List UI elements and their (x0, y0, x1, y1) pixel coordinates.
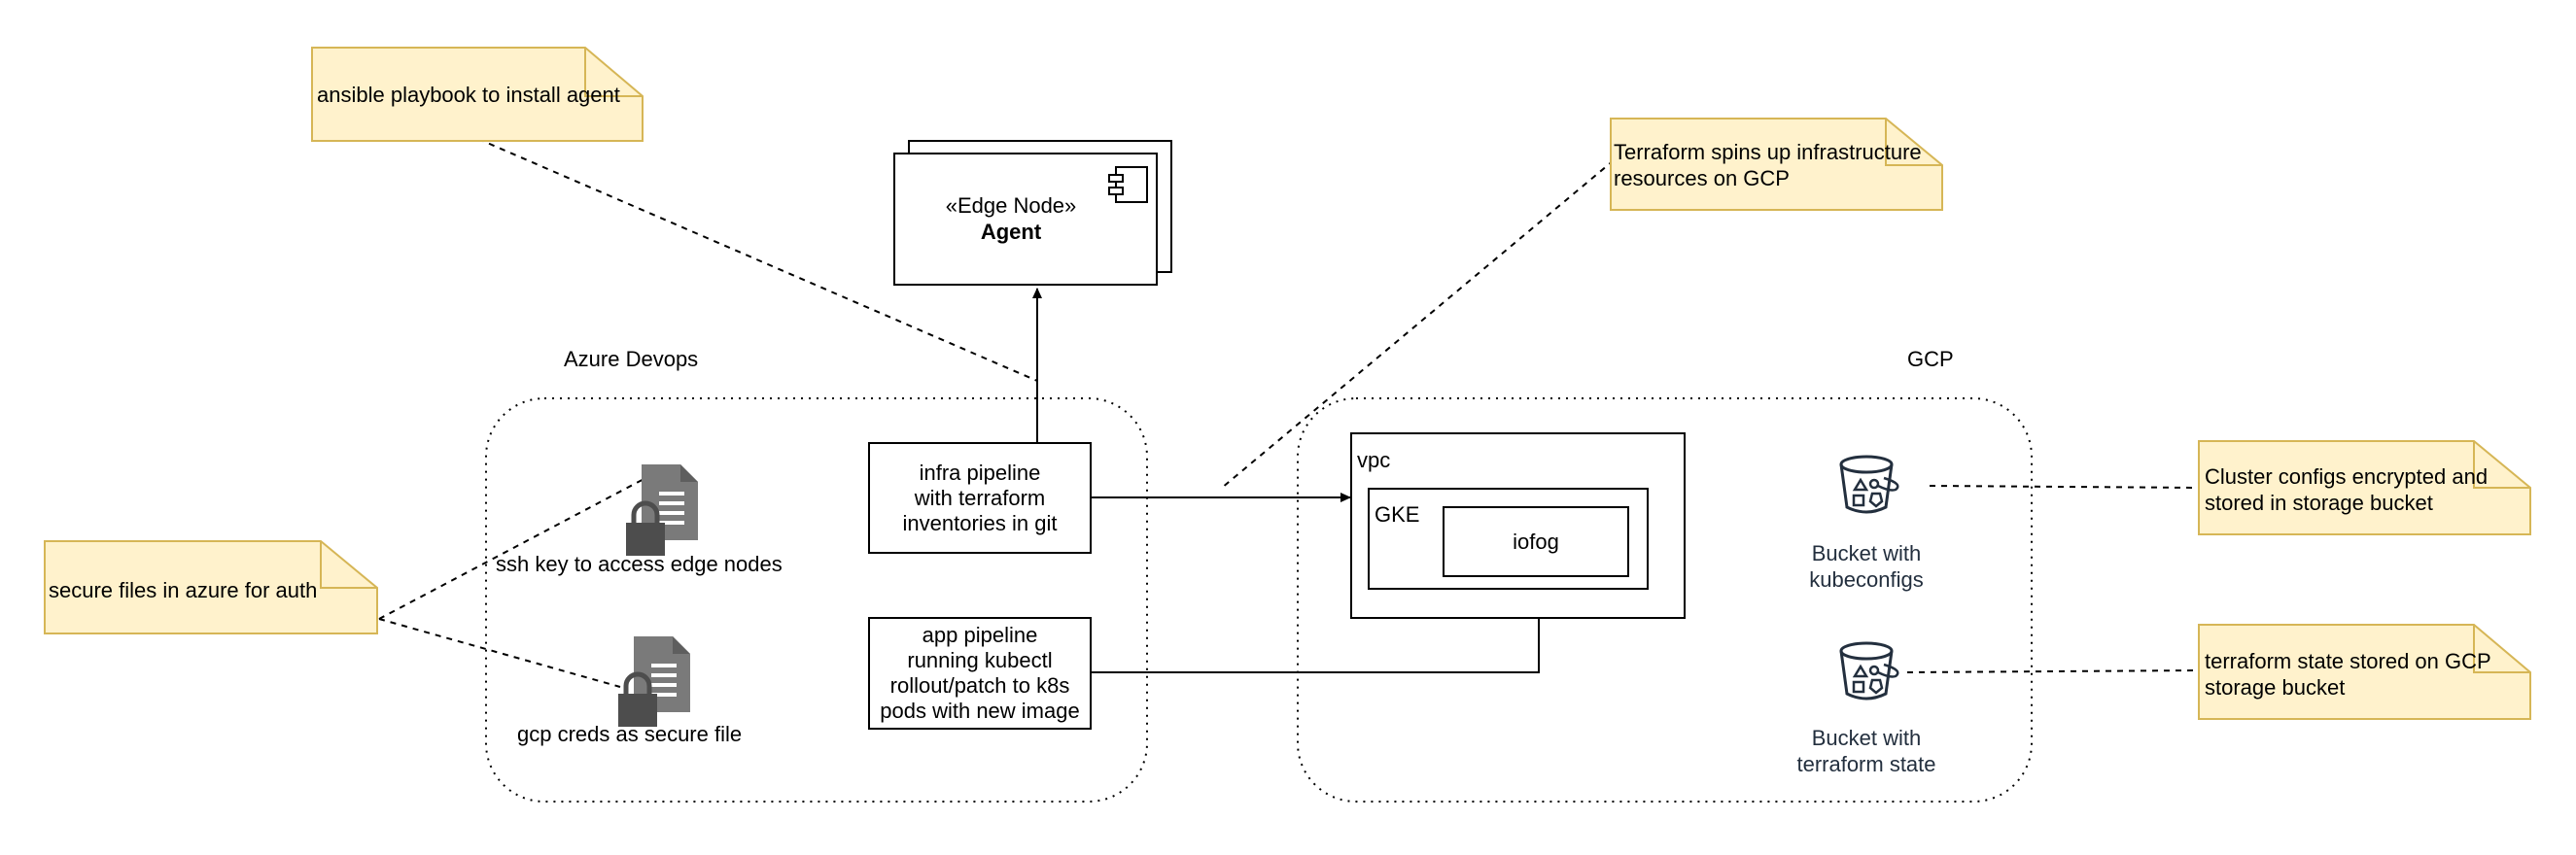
note-terraform-text: Terraform spins up infrastructure resour… (1614, 139, 1922, 191)
app-pipeline-line: rollout/patch to k8s (889, 673, 1070, 698)
tfstate-note-connector (1906, 669, 2201, 673)
secure-note-connector-gcp (378, 618, 621, 688)
gke-label: GKE (1375, 502, 1420, 527)
iofog-box[interactable] (1443, 506, 1629, 577)
vpc-label: vpc (1357, 448, 1391, 472)
secure-note-connector-ssh (378, 475, 650, 620)
azure-devops-group (485, 397, 1148, 803)
note-line: terraform state stored on GCP (2205, 649, 2491, 673)
note-line: ansible playbook to install agent (317, 83, 620, 107)
bucket-label-line: Bucket with (1811, 541, 1922, 565)
note-cluster-text: Cluster configs encrypted and stored in … (2205, 463, 2488, 516)
app-pipeline-line: app pipeline (922, 623, 1038, 647)
ansible-note-connector (477, 138, 1038, 382)
iofog-label: iofog (1513, 530, 1559, 554)
edge-node-name: Agent (980, 220, 1042, 244)
terraform-note-connector (1221, 159, 1615, 489)
note-ansible-text: ansible playbook to install agent (317, 82, 620, 108)
bucket-kubeconfigs-label: Bucket with kubeconfigs (1769, 540, 1964, 593)
note-terraform (1610, 118, 1943, 211)
infra-pipeline-line: inventories in git (902, 510, 1058, 535)
bucket-tfstate-label: Bucket with terraform state (1769, 725, 1964, 777)
note-line: Terraform spins up infrastructure (1614, 140, 1922, 164)
note-cluster (2198, 440, 2531, 535)
lock-icon (626, 500, 665, 556)
note-tfstate (2198, 624, 2531, 720)
cluster-note-connector (1929, 485, 2201, 489)
edge-node-stereotype: «Edge Node» (945, 193, 1077, 218)
infra-pipeline-box[interactable]: infra pipeline with terraform inventorie… (868, 442, 1092, 554)
ssh-key-label: ssh key to access edge nodes (496, 552, 783, 576)
azure-devops-title: Azure Devops (564, 347, 699, 371)
bucket-icon[interactable] (1839, 641, 1899, 701)
note-line: resources on GCP (1614, 166, 1790, 190)
bucket-icon[interactable] (1839, 455, 1899, 514)
note-secure (44, 540, 378, 634)
app-pipeline-line: running kubectl (907, 648, 1053, 672)
component-icon (1108, 166, 1148, 203)
note-tfstate-text: terraform state stored on GCP storage bu… (2205, 648, 2491, 701)
bucket-label-line: Bucket with (1811, 726, 1922, 750)
infra-pipeline-line: infra pipeline (919, 460, 1041, 485)
note-line: storage bucket (2205, 675, 2346, 700)
note-ansible (311, 47, 644, 142)
gcp-creds-label: gcp creds as secure file (517, 722, 743, 746)
bucket-label-line: kubeconfigs (1809, 567, 1924, 592)
edge-node-label: «Edge Node» Agent (894, 192, 1128, 245)
note-line: secure files in azure for auth (49, 578, 318, 602)
app-pipeline-line: pods with new image (880, 699, 1080, 723)
infra-pipeline-line: with terraform (914, 485, 1046, 510)
bucket-label-line: terraform state (1796, 752, 1936, 776)
gcp-title: GCP (1907, 347, 1954, 371)
note-line: Cluster configs encrypted and (2205, 464, 2489, 489)
app-pipeline-box[interactable]: app pipeline running kubectl rollout/pat… (868, 617, 1092, 730)
note-line: stored in storage bucket (2205, 491, 2433, 515)
lock-icon (618, 671, 657, 727)
note-secure-text: secure files in azure for auth (49, 577, 317, 603)
